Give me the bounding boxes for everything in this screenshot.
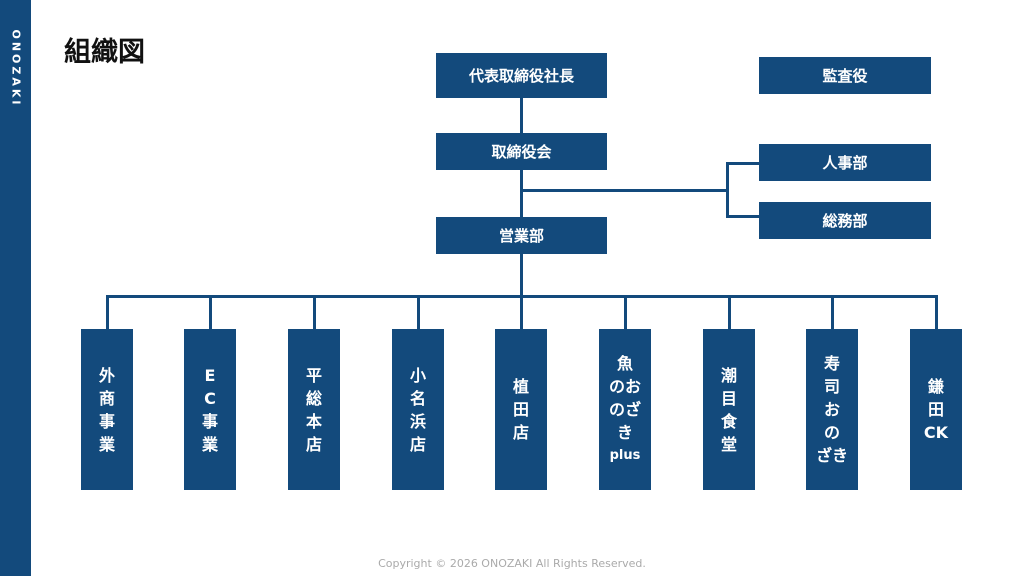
- unit-label-line: ざき: [815, 446, 848, 465]
- unit-label-line: C: [204, 388, 216, 408]
- unit-label-line: 事: [98, 411, 115, 431]
- ceo-box: 代表取締役社長: [436, 53, 607, 98]
- unit-label-line: 目: [720, 388, 737, 408]
- unit-label-line: 堂: [720, 434, 737, 454]
- connector: [106, 296, 109, 330]
- unit-label-line: の: [823, 423, 840, 442]
- connector: [520, 98, 523, 297]
- copyright: Copyright © 2026 ONOZAKI All Rights Rese…: [378, 557, 646, 570]
- unit-label-line: 鎌: [927, 377, 944, 396]
- unit-label-line: お: [823, 400, 840, 419]
- unit-label-line: 潮: [720, 365, 737, 385]
- board-box: 取締役会: [436, 133, 607, 170]
- connector: [624, 296, 627, 330]
- unit-box: 潮目食堂: [703, 329, 755, 490]
- unit-label-line: 寿: [823, 354, 840, 373]
- general-affairs-box: 総務部: [759, 202, 931, 239]
- connector: [831, 296, 834, 330]
- unit-label-line: 店: [512, 423, 529, 442]
- unit-label-line: plus: [609, 448, 641, 463]
- unit-label-line: 平: [305, 365, 322, 385]
- unit-label-line: 店: [409, 434, 426, 454]
- unit-box: 植田店: [495, 329, 547, 490]
- unit-label-line: 総: [305, 388, 322, 408]
- unit-box: 鎌田 CK: [910, 329, 962, 490]
- unit-label-line: 外: [98, 365, 115, 385]
- hr-box: 人事部: [759, 144, 931, 181]
- unit-box: 寿司おのざき: [806, 329, 858, 490]
- sidebar: ONOZAKI: [0, 0, 31, 576]
- connector: [726, 162, 729, 218]
- unit-label-line: のお: [608, 377, 641, 396]
- unit-label-line: 名: [409, 388, 426, 408]
- connector: [520, 189, 728, 192]
- unit-label-line: 田: [512, 400, 529, 419]
- unit-label-line: CK: [923, 423, 949, 442]
- unit-label-line: 食: [720, 411, 737, 431]
- connector: [209, 296, 212, 330]
- unit-box: 平総本店: [288, 329, 340, 490]
- unit-label-line: E: [204, 365, 216, 385]
- unit-label-line: 業: [98, 434, 115, 454]
- connector: [935, 296, 938, 330]
- unit-label-line: 本: [305, 411, 322, 431]
- connector: [313, 296, 316, 330]
- unit-label-line: のざ: [608, 400, 641, 419]
- unit-box: 小名浜店: [392, 329, 444, 490]
- page-title: 組織図: [64, 37, 145, 68]
- connector: [520, 296, 523, 330]
- unit-label-line: 植: [512, 377, 529, 396]
- unit-label-line: 田: [927, 400, 944, 419]
- unit-label-line: 業: [201, 434, 218, 454]
- connector: [726, 215, 760, 218]
- unit-label-line: 魚: [616, 354, 633, 373]
- audit-box: 監査役: [759, 57, 931, 94]
- unit-label-line: き: [616, 423, 633, 442]
- unit-label-line: 事: [201, 411, 218, 431]
- sales-box: 営業部: [436, 217, 607, 254]
- connector: [417, 296, 420, 330]
- unit-label-line: 小: [409, 365, 426, 385]
- connector: [728, 296, 731, 330]
- unit-label-line: 商: [98, 388, 115, 408]
- unit-label-line: 浜: [409, 411, 426, 431]
- unit-label-line: 司: [823, 377, 840, 396]
- connector: [726, 162, 760, 165]
- unit-box: 魚のおのざき plus: [599, 329, 651, 490]
- unit-label-line: 店: [305, 434, 322, 454]
- unit-box: 外商事業: [81, 329, 133, 490]
- brand-logo: ONOZAKI: [9, 29, 23, 108]
